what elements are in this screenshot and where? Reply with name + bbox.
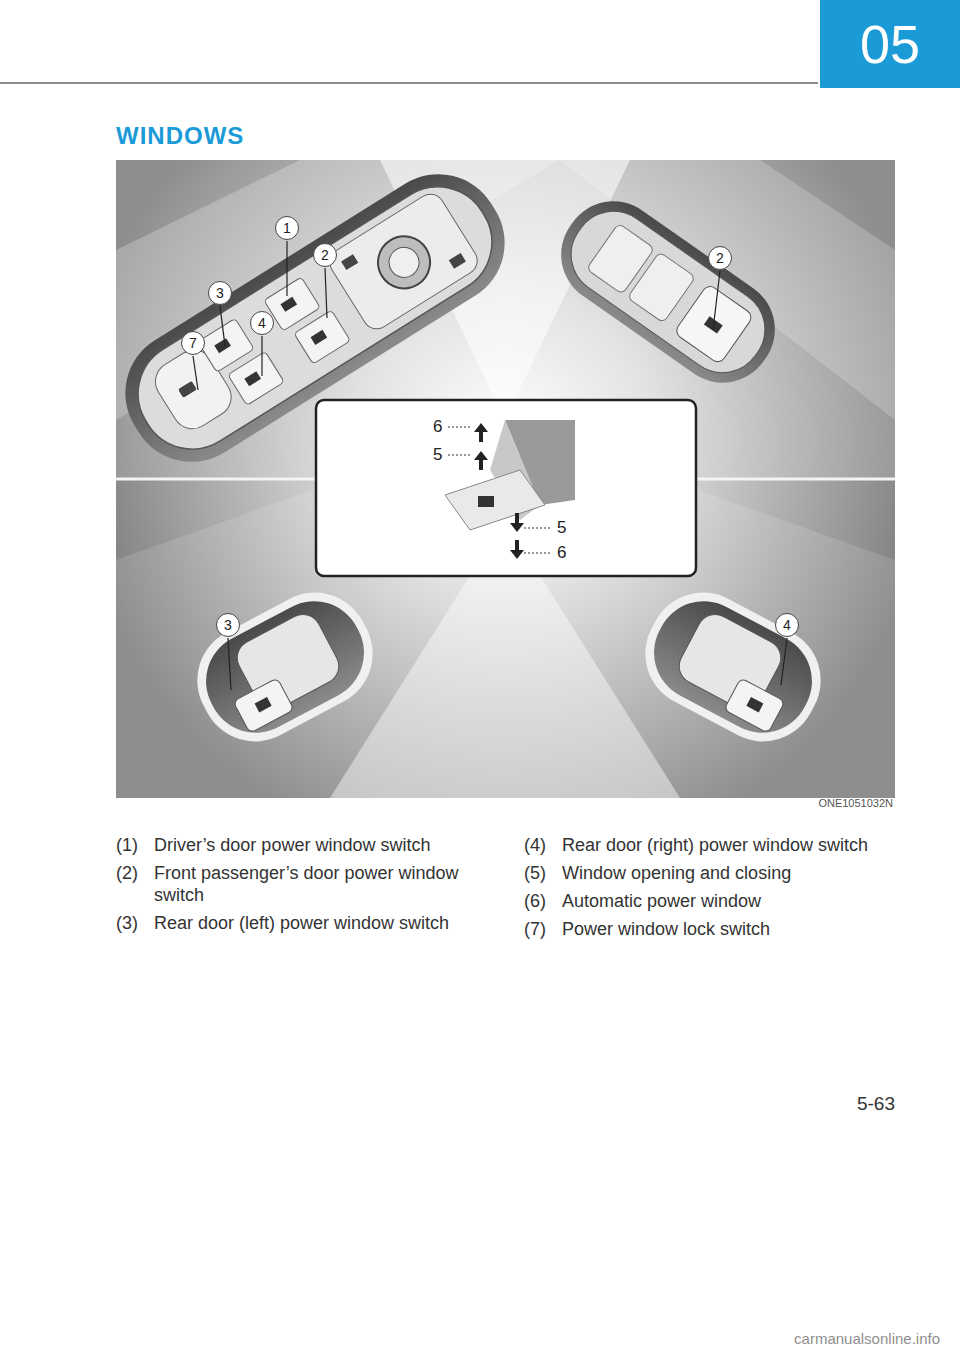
- list-number: (2): [116, 862, 154, 906]
- callout-number: 3: [208, 281, 232, 305]
- callout-number: 5: [557, 518, 566, 538]
- list-number: (7): [524, 918, 562, 940]
- legend-column: (4)Rear door (right) power window switch…: [524, 834, 908, 946]
- page-number: 5-63: [857, 1093, 895, 1115]
- list-text: Window opening and closing: [562, 862, 908, 884]
- list-text: Power window lock switch: [562, 918, 908, 940]
- passenger-switch-panel: [542, 182, 795, 403]
- section-title: WINDOWS: [116, 122, 244, 150]
- list-number: (4): [524, 834, 562, 856]
- list-number: (3): [116, 912, 154, 934]
- chapter-number: 05: [860, 17, 920, 71]
- callout-number: 4: [775, 613, 799, 637]
- list-text: Rear door (left) power window switch: [154, 912, 488, 934]
- image-code: ONE1051032N: [818, 797, 893, 809]
- list-row: (6)Automatic power window: [524, 890, 908, 912]
- callout-number: 4: [250, 311, 274, 335]
- list-text: Driver’s door power window switch: [154, 834, 488, 856]
- rear-left-switch: [178, 574, 391, 761]
- leader-lines: [193, 241, 787, 690]
- list-text: Automatic power window: [562, 890, 908, 912]
- photo: [116, 160, 895, 798]
- list-number: (6): [524, 890, 562, 912]
- list-row: (2)Front passenger’s door power window s…: [116, 862, 488, 906]
- callout-number: 2: [313, 243, 337, 267]
- chapter-tab: 05: [820, 0, 960, 88]
- legend-column: (1)Driver’s door power window switch(2)F…: [116, 834, 488, 940]
- callout-number: 3: [216, 613, 240, 637]
- list-number: (1): [116, 834, 154, 856]
- callout-number: 6: [433, 417, 442, 437]
- list-row: (4)Rear door (right) power window switch: [524, 834, 908, 856]
- header-rule: [0, 82, 818, 84]
- watermark: carmanualsonline.info: [794, 1330, 940, 1347]
- inset-detail: [316, 400, 696, 576]
- list-text: Rear door (right) power window switch: [562, 834, 908, 856]
- list-row: (3)Rear door (left) power window switch: [116, 912, 488, 934]
- list-text: Front passenger’s door power window swit…: [154, 862, 488, 906]
- list-row: (7)Power window lock switch: [524, 918, 908, 940]
- rear-right-switch: [626, 574, 839, 761]
- callout-number: 7: [181, 331, 205, 355]
- list-row: (1)Driver’s door power window switch: [116, 834, 488, 856]
- callout-number: 5: [433, 445, 442, 465]
- list-row: (5)Window opening and closing: [524, 862, 908, 884]
- callout-number: 1: [275, 216, 299, 240]
- callout-number: 6: [557, 543, 566, 563]
- list-number: (5): [524, 862, 562, 884]
- callout-number: 2: [708, 246, 732, 270]
